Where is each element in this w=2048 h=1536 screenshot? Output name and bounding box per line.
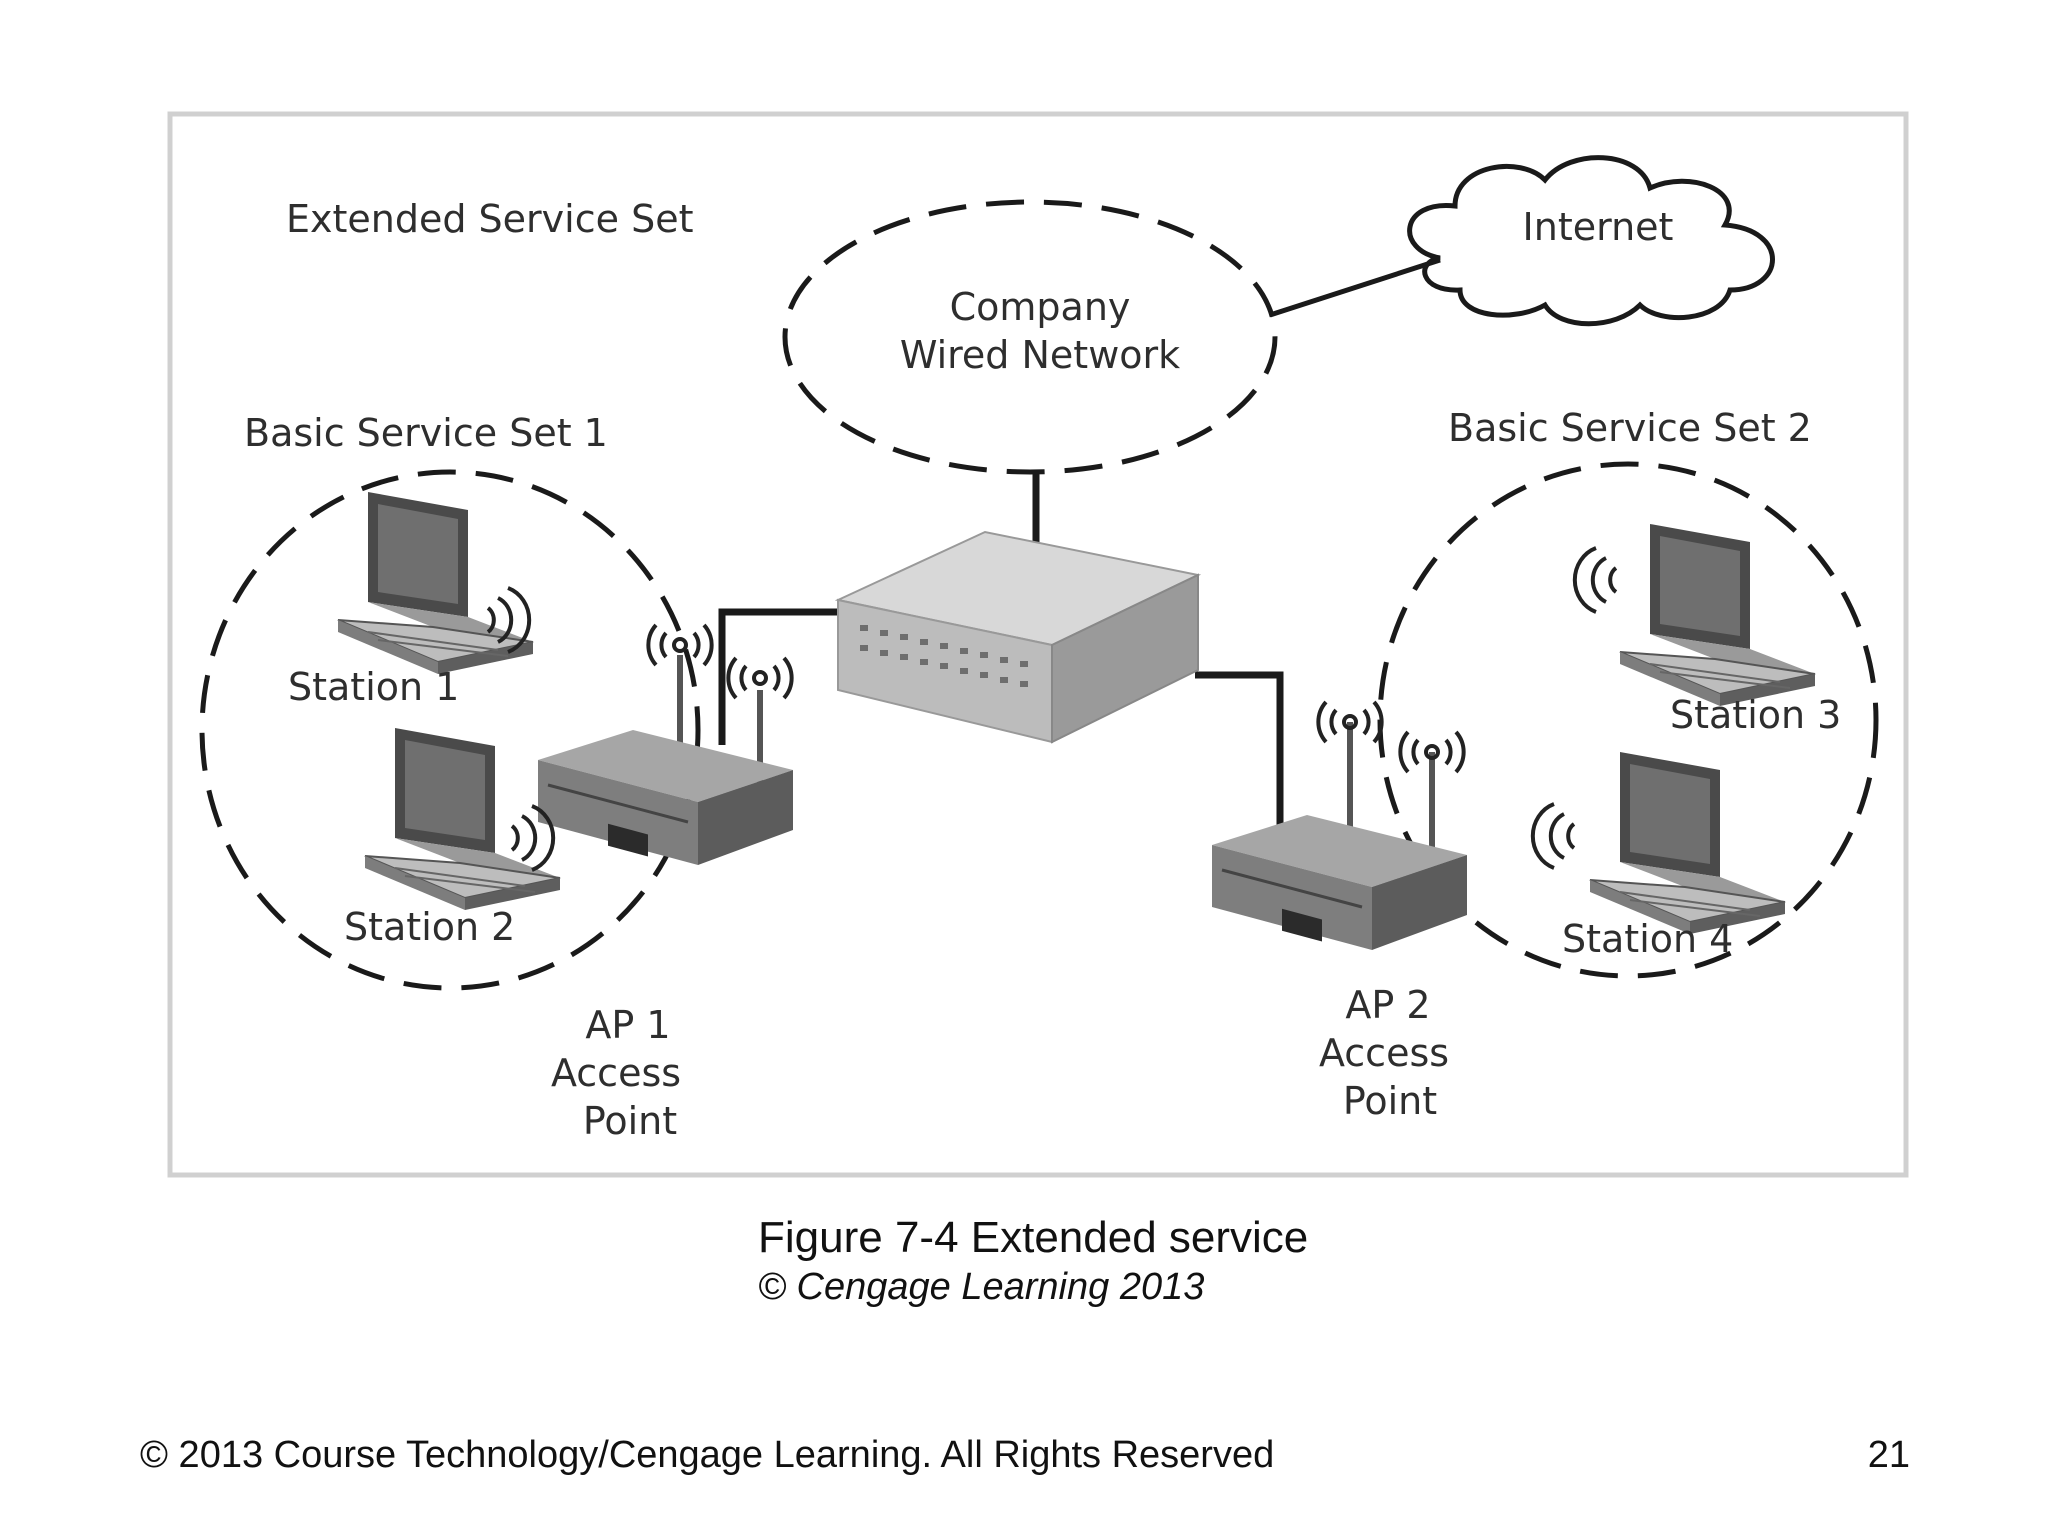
ap1-link	[718, 608, 838, 745]
station1-label: Station 1	[288, 665, 459, 709]
bss1-circle	[199, 469, 701, 991]
bss1-label: Basic Service Set 1	[244, 411, 608, 455]
page-number: 21	[1867, 1434, 1910, 1476]
ap2-link	[1195, 671, 1284, 830]
station4-wireless-icon	[1530, 802, 1576, 870]
internet-cloud	[1407, 155, 1775, 327]
ap2-label-3: Point	[1343, 1079, 1437, 1123]
ap1-label-3: Point	[583, 1099, 677, 1143]
ap1-label: AP 1	[585, 1003, 670, 1047]
station2-wireless-icon	[510, 804, 556, 872]
bss2-label: Basic Service Set 2	[1448, 406, 1812, 450]
ap1-router	[536, 655, 795, 867]
diagram-frame	[167, 111, 1909, 1178]
station4-laptop	[1589, 751, 1786, 935]
station3-wireless-icon	[1572, 546, 1618, 614]
station1-laptop	[337, 491, 534, 675]
station2-laptop	[364, 727, 561, 911]
figure-caption: Figure 7-4 Extended service	[758, 1213, 1309, 1262]
station1-wireless-icon	[486, 586, 532, 654]
ap1-label-2: Access	[551, 1051, 681, 1095]
company-network-ellipse	[782, 199, 1278, 475]
ap2-wireless-icon	[1316, 700, 1466, 774]
station2-label: Station 2	[344, 905, 515, 949]
station3-laptop	[1619, 523, 1816, 707]
ap2-label: AP 2	[1345, 983, 1430, 1027]
ess-label: Extended Service Set	[286, 197, 693, 241]
station4-label: Station 4	[1562, 917, 1733, 961]
figure-credit: © Cengage Learning 2013	[758, 1266, 1205, 1308]
station3-label: Station 3	[1670, 693, 1841, 737]
internet-link	[1269, 257, 1441, 318]
ap2-label-2: Access	[1319, 1031, 1449, 1075]
footer-copyright: © 2013 Course Technology/Cengage Learnin…	[140, 1434, 1275, 1476]
company-network-label-2: Wired Network	[900, 333, 1180, 377]
ap2-router	[1210, 722, 1469, 952]
company-network-label: Company	[950, 285, 1131, 329]
internet-label: Internet	[1523, 205, 1674, 249]
network-switch	[834, 530, 1202, 744]
